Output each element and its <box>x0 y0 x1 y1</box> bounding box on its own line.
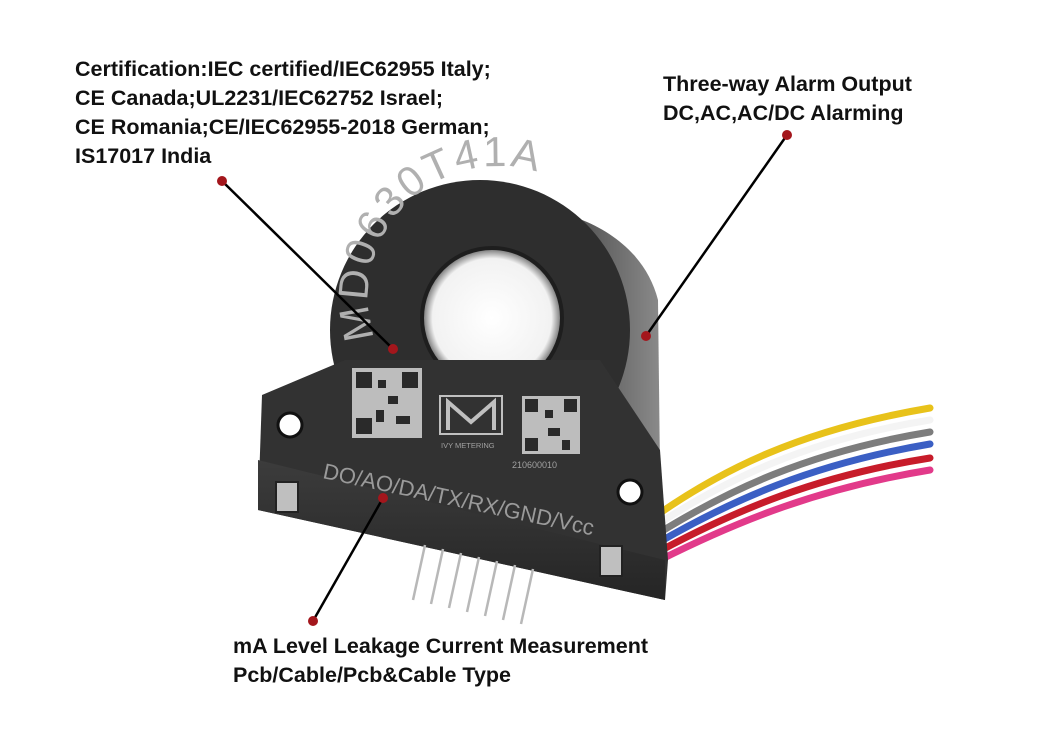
measurement-line: mA Level Leakage Current Measurement <box>233 634 649 658</box>
cable-bundle <box>646 404 934 564</box>
certification-callout: Certification:IEC certified/IEC62955 Ita… <box>75 55 491 171</box>
leader-measurement <box>311 497 385 622</box>
wire-gray <box>650 428 934 540</box>
certification-line: CE Romania;CE/IEC62955-2018 German; <box>75 115 490 139</box>
leader-alarm <box>644 134 789 337</box>
alarm-line: Three-way Alarm Output <box>663 72 912 96</box>
callout-leaders <box>221 134 789 622</box>
wire-blue <box>652 440 934 548</box>
dot-alarm-end <box>641 331 651 341</box>
dot-measurement-start <box>378 493 388 503</box>
wire-pink <box>656 466 934 564</box>
ring-hole <box>422 248 562 388</box>
alarm-line: DC,AC,AC/DC Alarming <box>663 101 904 125</box>
dot-certification-end <box>388 344 398 354</box>
mounting-hole-left <box>276 411 304 439</box>
brand-logo: IVY METERING <box>439 395 503 450</box>
certification-line: IS17017 India <box>75 144 212 168</box>
mounting-hole-right <box>616 478 644 506</box>
wire-red <box>654 454 934 556</box>
leader-certification <box>221 180 394 350</box>
alarm-output-callout: Three-way Alarm Output DC,AC,AC/DC Alarm… <box>663 70 912 128</box>
wire-white <box>648 416 934 532</box>
wire-yellow <box>646 404 934 524</box>
brand-text: IVY METERING <box>441 441 495 450</box>
certification-line: CE Canada;UL2231/IEC62752 Israel; <box>75 86 444 110</box>
qr-code-left <box>352 368 422 438</box>
serial-number: 210600010 <box>512 460 557 470</box>
measurement-callout: mA Level Leakage Current Measurement Pcb… <box>233 632 648 690</box>
dot-measurement-end <box>308 616 318 626</box>
pcb-pins <box>411 544 535 625</box>
dot-alarm-start <box>782 130 792 140</box>
certification-line: Certification:IEC certified/IEC62955 Ita… <box>75 57 491 81</box>
qr-code-right <box>522 396 580 454</box>
callout-dots <box>217 130 792 626</box>
dot-certification-start <box>217 176 227 186</box>
measurement-line: Pcb/Cable/Pcb&Cable Type <box>233 663 511 687</box>
